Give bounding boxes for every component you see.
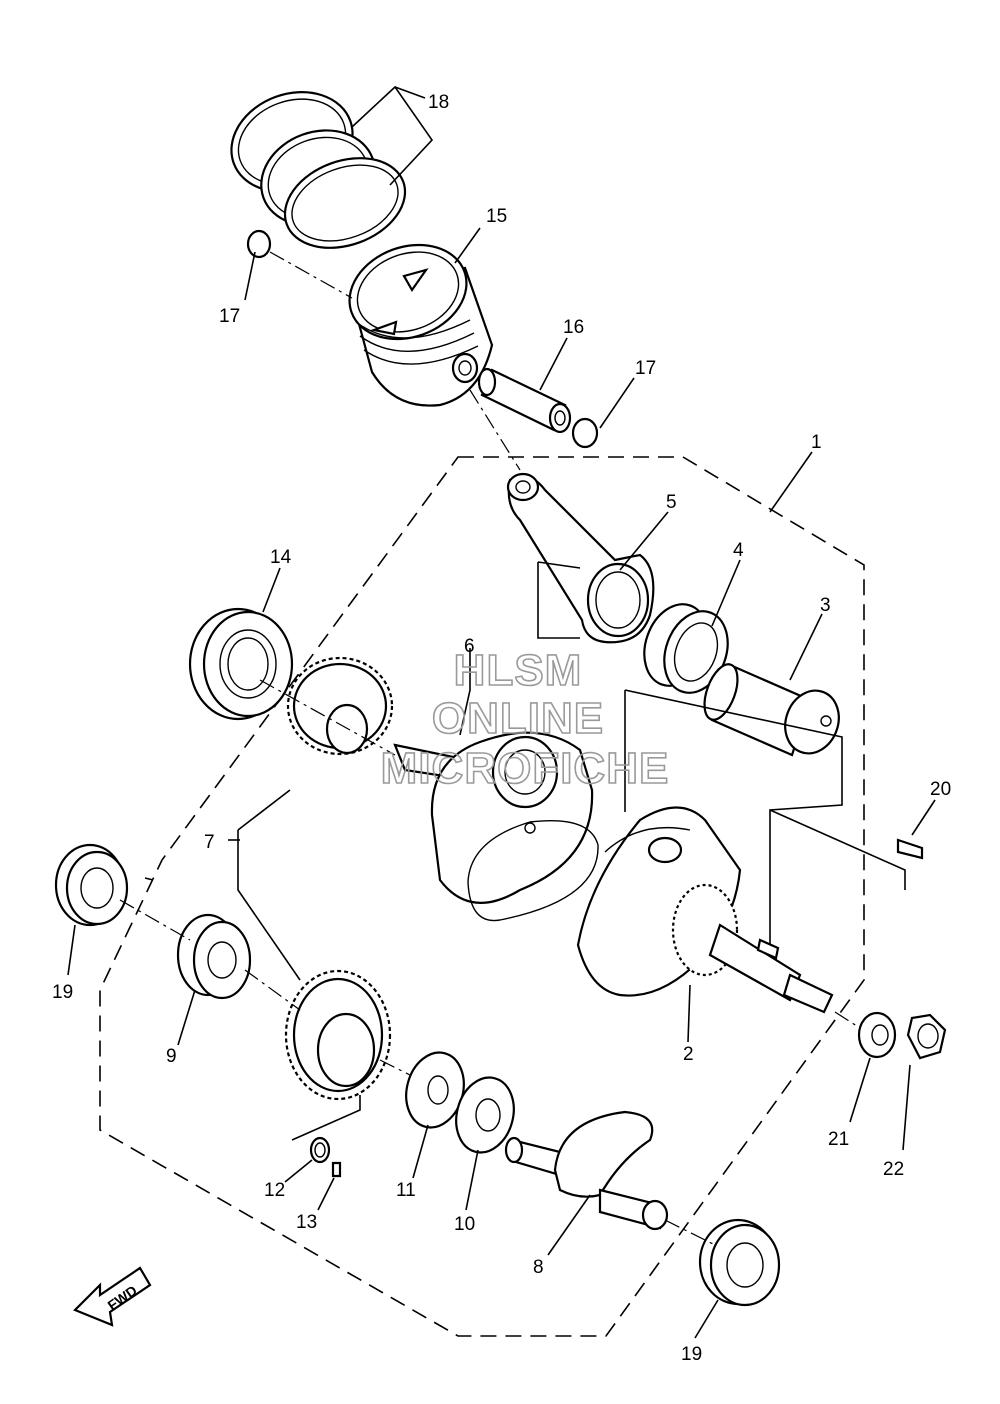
watermark-line-2: ONLINE	[432, 694, 604, 743]
callout-10: 10	[454, 1214, 475, 1235]
callout-20: 20	[930, 779, 951, 800]
alignment-lines	[119, 251, 861, 1246]
callout-19-left: 19	[52, 982, 73, 1003]
woodruff-key	[896, 838, 924, 860]
collar	[176, 913, 252, 1000]
nut-22	[906, 1013, 947, 1060]
callout-4: 4	[733, 540, 744, 561]
connecting-rod	[506, 472, 655, 644]
fwd-arrow-icon: FWD	[73, 1266, 152, 1327]
callout-18: 18	[428, 92, 449, 113]
callout-5: 5	[666, 492, 677, 513]
callout-8: 8	[533, 1257, 544, 1278]
bearing-left	[54, 843, 129, 927]
callout-12: 12	[264, 1180, 285, 1201]
callout-21: 21	[828, 1129, 849, 1150]
callout-19-bottom: 19	[681, 1344, 702, 1365]
washer-10	[455, 1076, 515, 1154]
watermark-line-3: MICROFICHE	[381, 744, 670, 793]
crank-pin	[703, 663, 840, 757]
washer-21	[857, 1011, 897, 1059]
spring	[309, 1136, 331, 1164]
leader-lines	[67, 85, 936, 1339]
callout-15: 15	[486, 206, 507, 227]
callout-3: 3	[820, 595, 831, 616]
piston-pin	[477, 367, 572, 434]
watermark-line-1: HLSM	[454, 646, 583, 695]
callout-2: 2	[683, 1044, 694, 1065]
callouts: 18 15 17 16 17 1 5 4 14 3 6 20 7 19 2 9 …	[52, 92, 951, 1365]
callout-16: 16	[563, 317, 584, 338]
callout-14: 14	[270, 547, 292, 568]
piston-rings	[230, 91, 407, 249]
callout-13: 13	[296, 1212, 317, 1233]
callout-17-left: 17	[219, 306, 240, 327]
balancer-shaft	[504, 1110, 669, 1231]
gear-lower	[284, 969, 392, 1101]
gear-upper	[286, 656, 394, 756]
piston	[348, 243, 494, 407]
callout-7: 7	[204, 832, 215, 853]
callout-22: 22	[883, 1159, 904, 1180]
bearing-bottom	[698, 1218, 781, 1307]
watermark: HLSM ONLINE MICROFICHE	[380, 645, 670, 794]
grouping-lines	[237, 561, 906, 1141]
circlip-right	[571, 417, 599, 449]
callout-6: 6	[464, 636, 475, 657]
crank-left-half	[393, 731, 599, 922]
callout-17-right: 17	[635, 358, 656, 379]
crankshaft-assembly-outline	[99, 456, 865, 1337]
callout-9: 9	[166, 1046, 177, 1067]
bearing-top-left	[188, 607, 294, 721]
needle-bearing	[643, 603, 729, 694]
pin	[331, 1161, 342, 1178]
crank-right-half	[576, 806, 834, 1014]
callout-1: 1	[811, 432, 822, 453]
callout-11: 11	[396, 1180, 416, 1201]
circlip-left	[246, 229, 272, 259]
